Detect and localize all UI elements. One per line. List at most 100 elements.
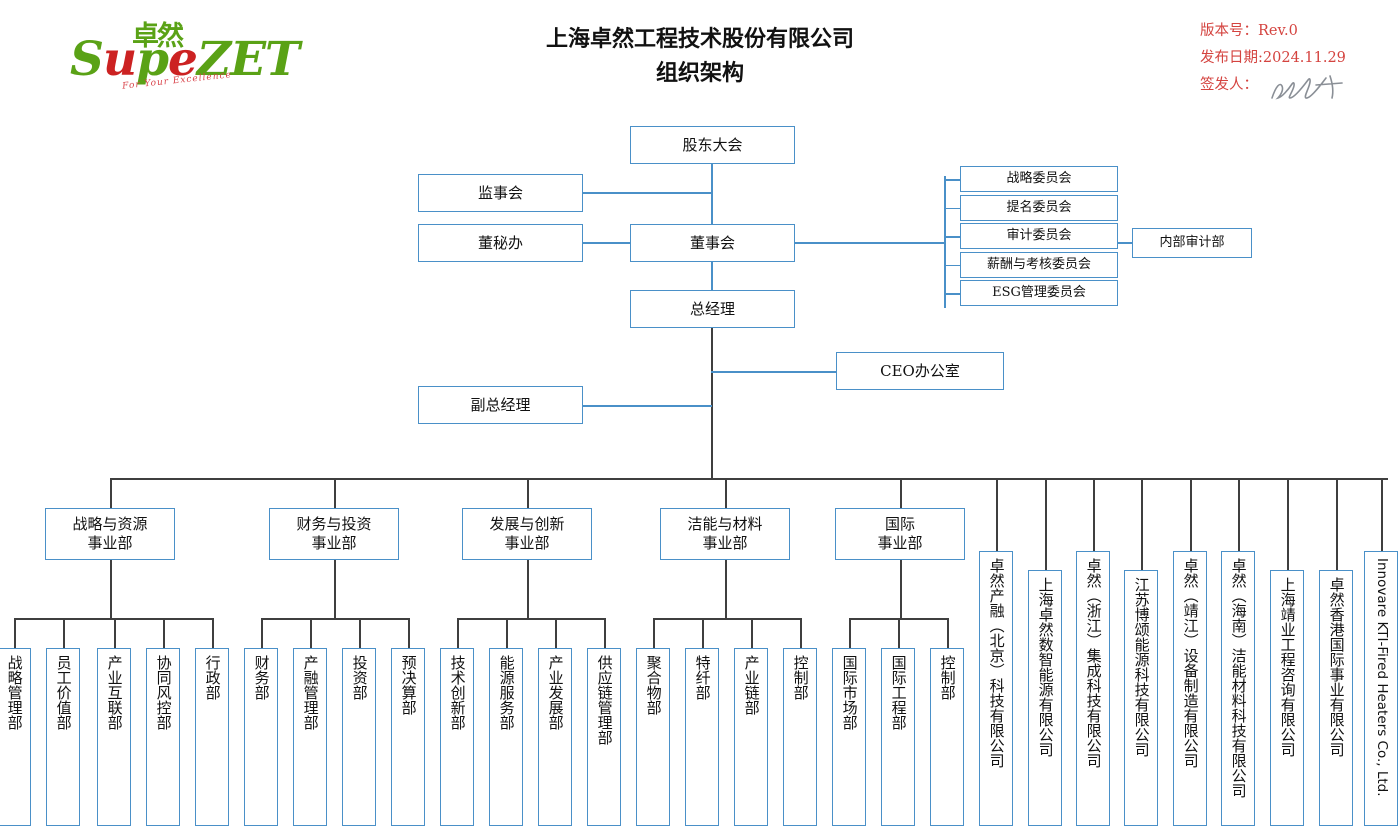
node-department-1-5[interactable]: 行政部 bbox=[195, 648, 229, 826]
connector-bus-to-division-5 bbox=[900, 478, 902, 508]
subsidiary-label: 卓然香港国际事业有限公司 bbox=[1327, 577, 1346, 757]
node-division-3[interactable]: 发展与创新事业部 bbox=[462, 508, 592, 560]
node-division-4[interactable]: 洁能与材料事业部 bbox=[660, 508, 790, 560]
node-department-1-2[interactable]: 员工价值部 bbox=[46, 648, 80, 826]
node-department-1-4[interactable]: 协同风控部 bbox=[146, 648, 180, 826]
connector-bus-to-subsidiary-1 bbox=[996, 478, 998, 551]
connector-division-1-stem bbox=[110, 560, 112, 618]
connector-dept-1-1 bbox=[14, 618, 16, 648]
node-division-1[interactable]: 战略与资源事业部 bbox=[45, 508, 175, 560]
connector-audit-to-internal-audit bbox=[1118, 242, 1134, 244]
node-committee-1[interactable]: 战略委员会 bbox=[960, 166, 1118, 192]
node-department-5-3[interactable]: 控制部 bbox=[930, 648, 964, 826]
node-division-2[interactable]: 财务与投资事业部 bbox=[269, 508, 399, 560]
node-shareholders[interactable]: 股东大会 bbox=[630, 126, 795, 164]
node-deputy-general-manager[interactable]: 副总经理 bbox=[418, 386, 583, 424]
connector-bus-to-subsidiary-2 bbox=[1045, 478, 1047, 570]
department-label: 控制部 bbox=[791, 655, 810, 700]
release-date-row: 发布日期:2024.11.29 bbox=[1200, 45, 1346, 72]
division-name-line-2: 事业部 bbox=[702, 534, 748, 552]
connector-division-4-stem bbox=[725, 560, 727, 618]
node-committee-2[interactable]: 提名委员会 bbox=[960, 194, 1118, 221]
connector-committee-1 bbox=[944, 179, 961, 181]
connector-dept-2-2 bbox=[310, 618, 312, 648]
subsidiary-label: Innovare KTI-Fired Heaters Co., Ltd. bbox=[1373, 558, 1390, 797]
node-department-1-3[interactable]: 产业互联部 bbox=[97, 648, 131, 826]
connector-division-2-dept-bar bbox=[261, 618, 408, 620]
node-committee-5[interactable]: ESG管理委员会 bbox=[960, 280, 1118, 306]
connector-bus-to-subsidiary-4 bbox=[1141, 478, 1143, 570]
node-general-manager[interactable]: 总经理 bbox=[630, 290, 795, 328]
node-department-3-1[interactable]: 技术创新部 bbox=[440, 648, 474, 826]
connector-bus-to-subsidiary-8 bbox=[1336, 478, 1338, 570]
connector-division-3-dept-bar bbox=[457, 618, 604, 620]
connector-dept-4-4 bbox=[800, 618, 802, 648]
connector-dept-4-1 bbox=[653, 618, 655, 648]
node-committee-4[interactable]: 薪酬与考核委员会 bbox=[960, 251, 1118, 278]
logo-zet: ZET bbox=[196, 32, 300, 87]
page-title: 上海卓然工程技术股份有限公司 组织架构 bbox=[400, 22, 1000, 90]
connector-dept-3-3 bbox=[555, 618, 557, 648]
department-label: 国际工程部 bbox=[889, 655, 908, 730]
node-supervisory-board[interactable]: 监事会 bbox=[418, 174, 583, 212]
department-label: 财务部 bbox=[252, 655, 271, 700]
node-department-4-1[interactable]: 聚合物部 bbox=[636, 648, 670, 826]
issuer-label: 签发人： bbox=[1200, 77, 1258, 93]
subsidiary-label: 卓然（海南）洁能材料科技有限公司 bbox=[1229, 558, 1248, 798]
subsidiary-label: 江苏博颂能源科技有限公司 bbox=[1132, 577, 1151, 757]
node-department-5-1[interactable]: 国际市场部 bbox=[832, 648, 866, 826]
division-bus-line bbox=[110, 478, 1388, 480]
version-value: Rev.0 bbox=[1258, 23, 1298, 39]
node-department-1-1[interactable]: 战略管理部 bbox=[0, 648, 31, 826]
division-name-line-1: 洁能与材料 bbox=[687, 515, 763, 533]
node-department-4-4[interactable]: 控制部 bbox=[783, 648, 817, 826]
node-department-3-4[interactable]: 供应链管理部 bbox=[587, 648, 621, 826]
node-department-2-3[interactable]: 投资部 bbox=[342, 648, 376, 826]
title-line-1: 上海卓然工程技术股份有限公司 bbox=[545, 26, 854, 52]
node-department-3-2[interactable]: 能源服务部 bbox=[489, 648, 523, 826]
division-name-line-1: 财务与投资 bbox=[296, 515, 372, 533]
node-subsidiary-4[interactable]: 江苏博颂能源科技有限公司 bbox=[1124, 570, 1158, 826]
connector-gm-trunk bbox=[711, 328, 713, 478]
connector-supervisory-to-trunk bbox=[583, 192, 712, 194]
department-label: 投资部 bbox=[350, 655, 369, 700]
department-label: 产业链部 bbox=[742, 655, 761, 715]
node-division-5[interactable]: 国际事业部 bbox=[835, 508, 965, 560]
department-label: 产业互联部 bbox=[105, 655, 124, 730]
connector-dept-3-4 bbox=[604, 618, 606, 648]
division-name-line-2: 事业部 bbox=[504, 534, 550, 552]
version-label: 版本号： bbox=[1200, 23, 1258, 39]
connector-dept-5-3 bbox=[947, 618, 949, 648]
connector-committee-2 bbox=[944, 207, 961, 209]
node-subsidiary-3[interactable]: 卓然（浙江）集成科技有限公司 bbox=[1076, 551, 1110, 826]
title-line-2: 组织架构 bbox=[655, 60, 744, 86]
node-subsidiary-8[interactable]: 卓然香港国际事业有限公司 bbox=[1319, 570, 1353, 826]
node-subsidiary-1[interactable]: 卓然产融（北京）科技有限公司 bbox=[979, 551, 1013, 826]
connector-dept-2-3 bbox=[359, 618, 361, 648]
node-ceo-office[interactable]: CEO办公室 bbox=[836, 352, 1004, 390]
node-department-4-2[interactable]: 特纤部 bbox=[685, 648, 719, 826]
node-department-4-3[interactable]: 产业链部 bbox=[734, 648, 768, 826]
node-subsidiary-9[interactable]: Innovare KTI-Fired Heaters Co., Ltd. bbox=[1364, 551, 1398, 826]
logo-wordmark: SupeZET bbox=[70, 32, 300, 87]
node-department-2-4[interactable]: 预决算部 bbox=[391, 648, 425, 826]
node-subsidiary-2[interactable]: 上海卓然数智能源有限公司 bbox=[1028, 570, 1062, 826]
node-department-2-2[interactable]: 产融管理部 bbox=[293, 648, 327, 826]
node-department-2-1[interactable]: 财务部 bbox=[244, 648, 278, 826]
node-subsidiary-6[interactable]: 卓然（海南）洁能材料科技有限公司 bbox=[1221, 551, 1255, 826]
division-name-line-1: 国际 bbox=[884, 515, 915, 533]
node-department-5-2[interactable]: 国际工程部 bbox=[881, 648, 915, 826]
node-subsidiary-7[interactable]: 上海靖业工程咨询有限公司 bbox=[1270, 570, 1304, 826]
connector-dept-4-2 bbox=[702, 618, 704, 648]
node-board-of-directors[interactable]: 董事会 bbox=[630, 224, 795, 262]
node-internal-audit-dept[interactable]: 内部审计部 bbox=[1132, 228, 1252, 258]
node-subsidiary-5[interactable]: 卓然（靖江）设备制造有限公司 bbox=[1173, 551, 1207, 826]
version-row: 版本号：Rev.0 bbox=[1200, 18, 1346, 45]
division-name-line-1: 发展与创新 bbox=[489, 515, 565, 533]
node-committee-3[interactable]: 审计委员会 bbox=[960, 223, 1118, 249]
node-board-secretary-office[interactable]: 董秘办 bbox=[418, 224, 583, 262]
department-label: 技术创新部 bbox=[448, 655, 467, 730]
connector-bus-to-subsidiary-3 bbox=[1093, 478, 1095, 551]
node-department-3-3[interactable]: 产业发展部 bbox=[538, 648, 572, 826]
connector-dept-1-5 bbox=[212, 618, 214, 648]
